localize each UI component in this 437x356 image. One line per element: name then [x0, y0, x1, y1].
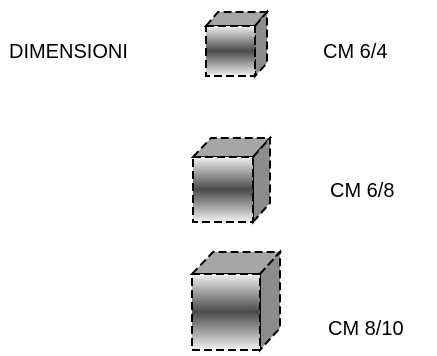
cube-small-front	[205, 25, 256, 77]
cube-large-front	[191, 273, 261, 351]
size-label-6-8: CM 6/8	[330, 180, 395, 202]
cube-medium-icon	[190, 135, 273, 225]
cube-large-icon	[189, 249, 283, 353]
dimensions-title: DIMENSIONI	[9, 41, 128, 63]
cube-small-icon	[203, 9, 270, 79]
cube-medium-front	[192, 156, 254, 223]
size-label-8-10: CM 8/10	[328, 318, 404, 340]
size-label-6-4: CM 6/4	[323, 41, 388, 63]
